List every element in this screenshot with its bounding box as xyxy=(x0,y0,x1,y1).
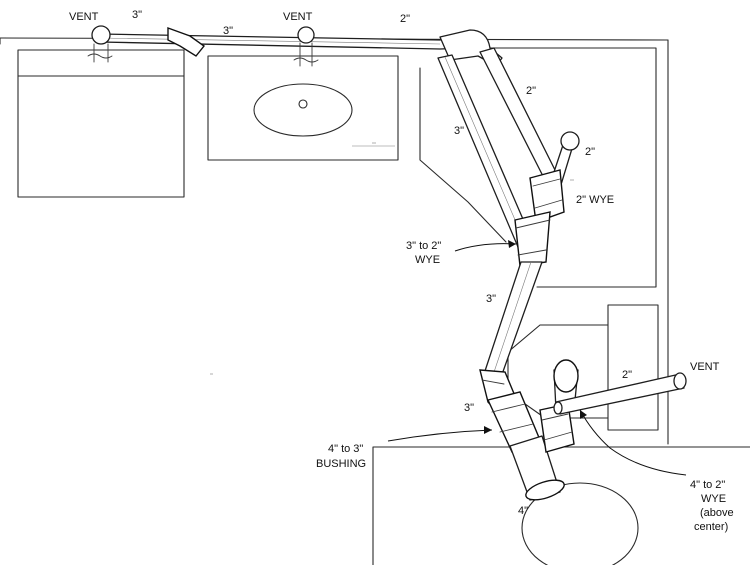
wye-4to2-label-line4: center) xyxy=(694,521,728,533)
toilet xyxy=(507,304,659,431)
top-horizontal-pipe xyxy=(99,33,469,50)
vanity-sink xyxy=(207,55,399,161)
wye-2in-label: 2" WYE xyxy=(576,194,614,206)
top-pipe-3in-mid-label: 3" xyxy=(223,25,233,37)
bushing-label-line2: BUSHING xyxy=(316,458,366,470)
vent-branch-2in xyxy=(553,372,687,415)
diagonal-3in-pipe xyxy=(437,54,533,248)
wye-3to2-label-line1: 3" to 2" xyxy=(406,240,441,252)
small-vent-2in-label: 2" xyxy=(585,146,595,158)
sketch-marks xyxy=(210,142,574,375)
pipe-4in-label: 4" xyxy=(518,505,528,517)
vent-mid-cap xyxy=(293,26,319,67)
bushing-label-line1: 4" to 3" xyxy=(328,443,363,455)
wye-3to2-label-line2: WYE xyxy=(415,254,440,266)
lower-3in-pipe xyxy=(483,261,543,381)
tub-enclosure xyxy=(419,47,657,288)
leader-4to2-wye xyxy=(579,409,687,476)
vent-left-cap xyxy=(87,25,113,63)
diagonal-3in-label: 3" xyxy=(454,125,464,137)
wye-4to2-label-line2: WYE xyxy=(701,493,726,505)
vent-left-label: VENT xyxy=(69,11,99,23)
pipe-4in xyxy=(509,435,565,501)
bottom-3in-label: 3" xyxy=(464,402,474,414)
top-pipe-2in-label: 2" xyxy=(400,13,410,25)
lower-3in-label: 3" xyxy=(486,293,496,305)
leader-bushing xyxy=(387,426,493,442)
wye-4to2-label-line1: 4" to 2" xyxy=(690,479,725,491)
vent-branch-2in-label: 2" xyxy=(622,369,632,381)
wye-4to2-label-line3: (above xyxy=(700,507,734,519)
vent-mid-label: VENT xyxy=(283,11,313,23)
lower-floor-box xyxy=(372,446,750,565)
top-left-elbow xyxy=(167,27,206,57)
vent-right-label: VENT xyxy=(690,361,720,373)
wye-3-to-2-fitting xyxy=(514,211,551,267)
left-cabinet xyxy=(17,49,185,198)
top-pipe-3in-left-label: 3" xyxy=(132,9,142,21)
wye-2in-fitting xyxy=(529,169,565,223)
leader-3to2-wye xyxy=(454,240,517,252)
diagonal-2in-label: 2" xyxy=(526,85,536,97)
